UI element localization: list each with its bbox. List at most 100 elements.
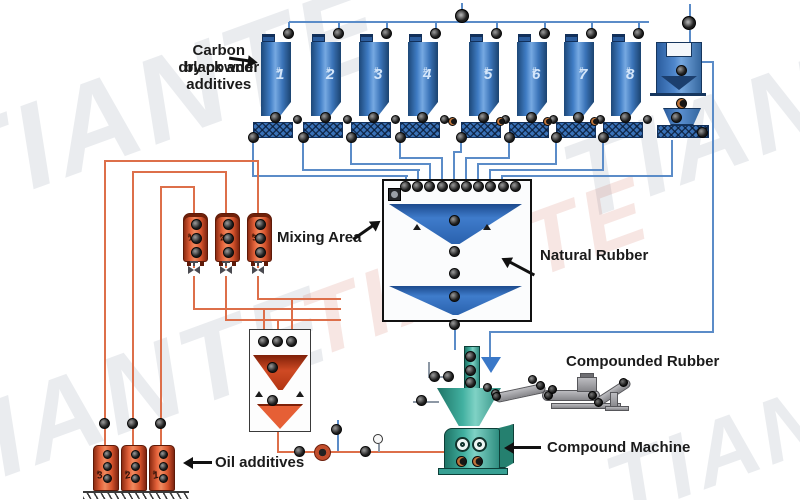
compound-machine-label: Compound Machine xyxy=(547,439,691,456)
valve-icon xyxy=(103,474,112,483)
pipe-blue-segment xyxy=(702,61,714,63)
diagram-shape xyxy=(226,266,232,274)
silo-body xyxy=(517,42,547,116)
valve-icon xyxy=(131,474,140,483)
silo-3: 3# xyxy=(346,28,400,143)
pipe-orange-segment xyxy=(160,186,195,188)
diagram-shape xyxy=(222,261,230,263)
diagram-shape: # xyxy=(276,66,281,75)
pipe-blue-segment xyxy=(399,157,443,159)
pipe-blue-segment xyxy=(461,3,463,11)
valve-icon xyxy=(103,462,112,471)
diagram-shape: # xyxy=(326,66,331,75)
pipe-blue-segment xyxy=(350,163,431,165)
pipe-orange-segment xyxy=(257,298,341,300)
valve-icon xyxy=(465,365,476,376)
diagram-shape: 1 xyxy=(276,66,285,83)
silo-8: 8# xyxy=(590,28,652,143)
valve-icon xyxy=(510,181,521,192)
vibrating-feeder xyxy=(400,122,440,138)
valve-icon xyxy=(485,181,496,192)
tank-leg xyxy=(264,261,268,266)
valve-icon xyxy=(391,115,400,124)
valve-icon xyxy=(424,181,435,192)
silo-body xyxy=(408,42,438,116)
pipe-blue-segment xyxy=(689,4,691,17)
pipe-orange-segment xyxy=(225,171,227,213)
mixing-area-label: Mixing Area xyxy=(277,229,362,246)
pipe-blue-segment xyxy=(399,140,401,159)
valve-icon xyxy=(223,219,234,230)
valve-icon xyxy=(620,112,631,123)
valve-icon xyxy=(191,219,202,230)
valve-icon xyxy=(528,375,537,384)
valve-icon xyxy=(676,65,687,76)
blower-icon xyxy=(455,9,469,23)
level-indicator-icon xyxy=(413,224,421,230)
valve-icon xyxy=(586,28,597,39)
silo-2: 2# xyxy=(298,28,352,143)
pipe-blue-segment xyxy=(477,163,479,184)
diagram-shape: 5 xyxy=(484,66,493,83)
valve-icon xyxy=(643,115,652,124)
diagram-shape: 4 xyxy=(423,66,432,83)
pipe-gray-segment xyxy=(428,362,430,377)
storage-tank-1: 1# xyxy=(149,445,175,491)
valve-icon xyxy=(155,418,166,429)
roller-icon xyxy=(548,385,557,394)
diagram-shape: # xyxy=(374,66,379,75)
valve-icon xyxy=(258,336,269,347)
valve-icon xyxy=(320,112,331,123)
diagram-shape xyxy=(225,262,227,266)
valve-icon xyxy=(465,377,476,388)
pipe-blue-segment xyxy=(252,140,254,177)
valve-icon xyxy=(416,395,427,406)
valve-icon xyxy=(437,181,448,192)
pipe-orange-segment xyxy=(132,171,227,173)
valve-icon xyxy=(539,28,550,39)
day-tank-3: 3# xyxy=(247,213,272,266)
tank-leg xyxy=(219,261,223,266)
valve-icon xyxy=(293,115,302,124)
valve-icon xyxy=(248,132,259,143)
pipe-blue-segment xyxy=(544,22,546,30)
valve-icon xyxy=(298,132,309,143)
valve-icon xyxy=(270,112,281,123)
pipe-blue-segment xyxy=(302,140,304,171)
pipe-blue-segment xyxy=(501,175,673,177)
diagram-shape xyxy=(190,261,198,263)
diagram-shape xyxy=(460,442,465,447)
blower-icon xyxy=(682,16,696,30)
valve-icon xyxy=(346,132,357,143)
diagram-shape xyxy=(257,262,259,266)
pipe-blue-segment xyxy=(496,22,498,30)
pipe-orange-segment xyxy=(132,171,134,445)
vibrating-feeder xyxy=(657,125,709,138)
valve-icon xyxy=(449,246,460,257)
silo-6: 6# xyxy=(496,28,558,143)
valve-icon xyxy=(417,112,428,123)
valve-icon xyxy=(498,181,509,192)
valve-icon xyxy=(127,418,138,429)
valve-icon xyxy=(697,127,708,138)
valve-icon xyxy=(573,112,584,123)
valve-icon xyxy=(331,424,342,435)
valve-icon xyxy=(267,362,278,373)
pipe-blue-segment xyxy=(555,140,557,165)
vibrating-feeder xyxy=(351,122,391,138)
vibrating-feeder xyxy=(461,122,501,138)
diagram-shape: 8 xyxy=(626,66,635,83)
valve-icon xyxy=(449,181,460,192)
valve-icon xyxy=(131,450,140,459)
rotary-valve-icon xyxy=(676,98,687,109)
silo-inlet xyxy=(262,34,275,42)
valve-icon xyxy=(294,446,305,457)
valve-icon xyxy=(131,462,140,471)
diagram-shape xyxy=(477,442,482,447)
pressure-gauge-icon xyxy=(373,434,383,444)
tank-leg xyxy=(200,261,204,266)
valve-icon xyxy=(223,233,234,244)
valve-icon xyxy=(286,336,297,347)
